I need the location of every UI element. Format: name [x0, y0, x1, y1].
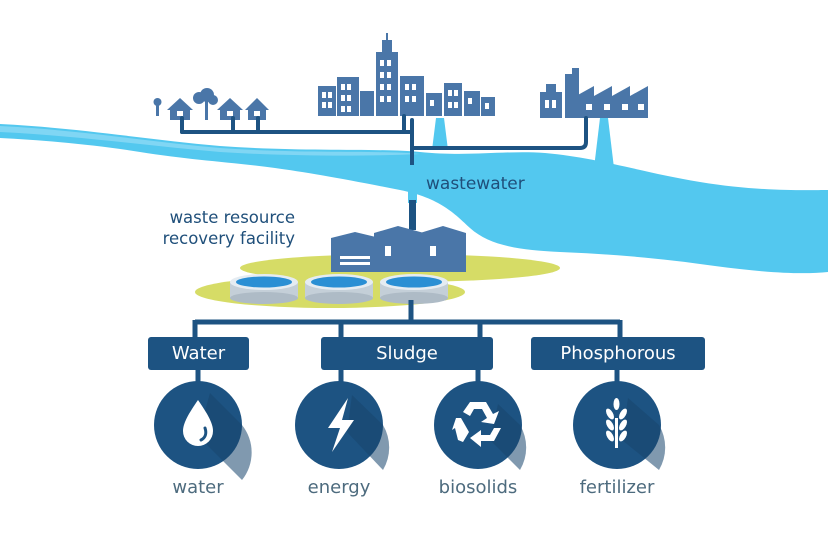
facility-buildings [331, 226, 466, 272]
factory-windows [545, 100, 644, 110]
category-phosphorous: Phosphorous [531, 337, 705, 370]
biosolids-output-icon [434, 381, 527, 470]
lightning-bolt-icon [328, 398, 354, 452]
city-windows [322, 60, 489, 112]
facility-windows [340, 246, 436, 265]
recycle-icon [452, 402, 501, 447]
category-water: Water [148, 337, 249, 370]
water-output-icon [154, 381, 252, 480]
wastewater-main-pipe [408, 165, 417, 203]
fertilizer-output-icon [573, 381, 666, 470]
collection-pipes [180, 114, 588, 167]
category-sludge: Sludge [321, 337, 493, 370]
wheat-icon [606, 398, 627, 448]
output-label-fertilizer: fertilizer [579, 477, 655, 498]
output-label-water: water [172, 477, 224, 498]
output-label-energy: energy [307, 477, 371, 498]
house-windows [177, 111, 260, 116]
facility-label: waste resource recovery facility [148, 207, 295, 249]
factory [540, 68, 648, 118]
facility-label-line2: recovery facility [162, 229, 295, 248]
river-highlight [0, 126, 420, 156]
houses [153, 88, 269, 120]
city-outfall [432, 118, 448, 150]
factory-outfall [594, 118, 614, 168]
wastewater-label: wastewater [426, 174, 525, 194]
treatment-tanks [230, 274, 448, 304]
energy-output-icon [295, 381, 390, 470]
output-label-biosolids: biosolids [438, 477, 518, 498]
wastewater-main-pipe-lower [409, 200, 416, 230]
river [0, 124, 828, 274]
facility-label-line1: waste resource [169, 208, 295, 227]
